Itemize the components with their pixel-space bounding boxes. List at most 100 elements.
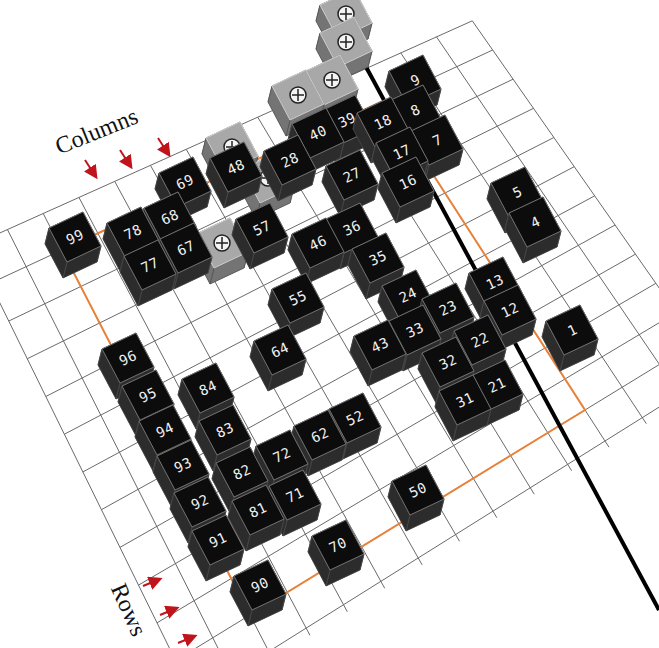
cube-face: 31 bbox=[445, 388, 485, 412]
cell-number: 81 bbox=[247, 500, 269, 520]
cube-face: 36 bbox=[332, 216, 372, 240]
cube-face: 32 bbox=[428, 350, 468, 374]
cell-number: 57 bbox=[251, 218, 273, 238]
cell-number: 93 bbox=[172, 455, 194, 475]
cube-face: 18 bbox=[363, 110, 403, 134]
cell-number: 17 bbox=[391, 142, 413, 162]
cube-face: 35 bbox=[358, 246, 398, 270]
cube-face: 83 bbox=[205, 418, 245, 442]
cell-number: 82 bbox=[231, 462, 253, 482]
cell-number: 67 bbox=[175, 238, 197, 258]
cube-face: 48 bbox=[216, 155, 256, 179]
grid-line bbox=[437, 37, 659, 400]
cube-face: 28 bbox=[270, 148, 310, 172]
cell-number: 22 bbox=[469, 330, 491, 350]
cell-number: 35 bbox=[367, 248, 389, 268]
cell-number: 99 bbox=[64, 227, 86, 247]
grid-line bbox=[472, 21, 659, 377]
cube-shape bbox=[540, 303, 600, 373]
cell-number: 48 bbox=[225, 157, 247, 177]
cube-face: 81 bbox=[238, 498, 278, 522]
number-cube: 4 bbox=[503, 195, 563, 265]
cell-number: 77 bbox=[139, 255, 161, 275]
grid-line bbox=[115, 181, 348, 611]
cell-number: 46 bbox=[307, 233, 329, 253]
cell-number: 43 bbox=[369, 335, 391, 355]
cube-face: 69 bbox=[165, 170, 205, 194]
cube-face: 27 bbox=[332, 163, 372, 187]
cube-face: 1 bbox=[552, 318, 592, 342]
cell-number: 50 bbox=[407, 480, 429, 500]
number-cube: 50 bbox=[386, 463, 446, 533]
cube-face: 16 bbox=[388, 170, 428, 194]
cell-number: 36 bbox=[341, 218, 363, 238]
number-cube: 1 bbox=[540, 303, 600, 373]
cell-number: 71 bbox=[284, 485, 306, 505]
cell-number: 70 bbox=[327, 535, 349, 555]
cell-number: 92 bbox=[189, 492, 211, 512]
cube-face: 33 bbox=[395, 318, 435, 342]
cell-number: 78 bbox=[122, 222, 144, 242]
cube-face: 52 bbox=[335, 406, 375, 430]
grid-line bbox=[120, 254, 636, 547]
number-cube: 91 bbox=[186, 513, 246, 583]
cube-face: 64 bbox=[260, 338, 300, 362]
cell-number: 96 bbox=[117, 348, 139, 368]
cell-number: 83 bbox=[214, 420, 236, 440]
cube-face: 93 bbox=[163, 453, 203, 477]
cube-face: 71 bbox=[275, 483, 315, 507]
cube-face: 57 bbox=[242, 216, 282, 240]
cell-number: 64 bbox=[269, 340, 291, 360]
cube-face: 84 bbox=[188, 376, 228, 400]
cube-face: 43 bbox=[360, 333, 400, 357]
grid-line bbox=[194, 371, 659, 648]
thick-border-line bbox=[330, 0, 659, 610]
cube-face: 91 bbox=[198, 528, 238, 552]
cell-number: 69 bbox=[174, 172, 196, 192]
grid-line bbox=[64, 167, 574, 435]
grid-lines bbox=[0, 21, 659, 648]
cell-number: 1 bbox=[565, 322, 579, 338]
number-cube: 99 bbox=[43, 210, 103, 280]
cell-number: 33 bbox=[404, 320, 426, 340]
cube-face: 22 bbox=[460, 328, 500, 352]
cell-number: 95 bbox=[137, 385, 159, 405]
cube-face: 4 bbox=[515, 210, 555, 234]
cube-face: 50 bbox=[398, 478, 438, 502]
number-cube: 16 bbox=[376, 155, 436, 225]
grid-line bbox=[329, 85, 571, 471]
cube-face: 70 bbox=[318, 533, 358, 557]
cell-number: 40 bbox=[307, 123, 329, 143]
cell-number: 23 bbox=[437, 298, 459, 318]
number-cube: 31 bbox=[433, 373, 493, 443]
grid-line bbox=[138, 283, 655, 585]
cube-face: 95 bbox=[128, 383, 168, 407]
cell-number: 27 bbox=[341, 165, 363, 185]
cube-face: 78 bbox=[113, 220, 153, 244]
cell-number: 52 bbox=[344, 408, 366, 428]
cell-number: 4 bbox=[528, 214, 542, 230]
cell-number: 5 bbox=[510, 184, 524, 200]
number-cube: 43 bbox=[348, 318, 408, 388]
cube-face: 23 bbox=[428, 296, 468, 320]
cell-number: 91 bbox=[207, 530, 229, 550]
cube-face: 90 bbox=[240, 573, 280, 597]
cube-face: 46 bbox=[298, 231, 338, 255]
number-cube: 48 bbox=[204, 140, 264, 210]
cell-number: 72 bbox=[271, 445, 293, 465]
number-cube: 77 bbox=[118, 238, 178, 308]
number-cube: 90 bbox=[228, 558, 288, 628]
cell-number: 94 bbox=[154, 420, 176, 440]
cube-shape bbox=[503, 195, 563, 265]
cube-face: 96 bbox=[108, 346, 148, 370]
cell-number: 28 bbox=[279, 150, 301, 170]
cube-face: 94 bbox=[145, 418, 185, 442]
cell-number: 13 bbox=[484, 272, 506, 292]
cell-number: 7 bbox=[430, 132, 444, 148]
cube-face: 40 bbox=[298, 121, 338, 145]
cube-face: 5 bbox=[497, 180, 537, 204]
cell-number: 12 bbox=[499, 300, 521, 320]
cell-number: 24 bbox=[397, 285, 419, 305]
cube-face: 99 bbox=[55, 225, 95, 249]
cell-number: 32 bbox=[437, 352, 459, 372]
